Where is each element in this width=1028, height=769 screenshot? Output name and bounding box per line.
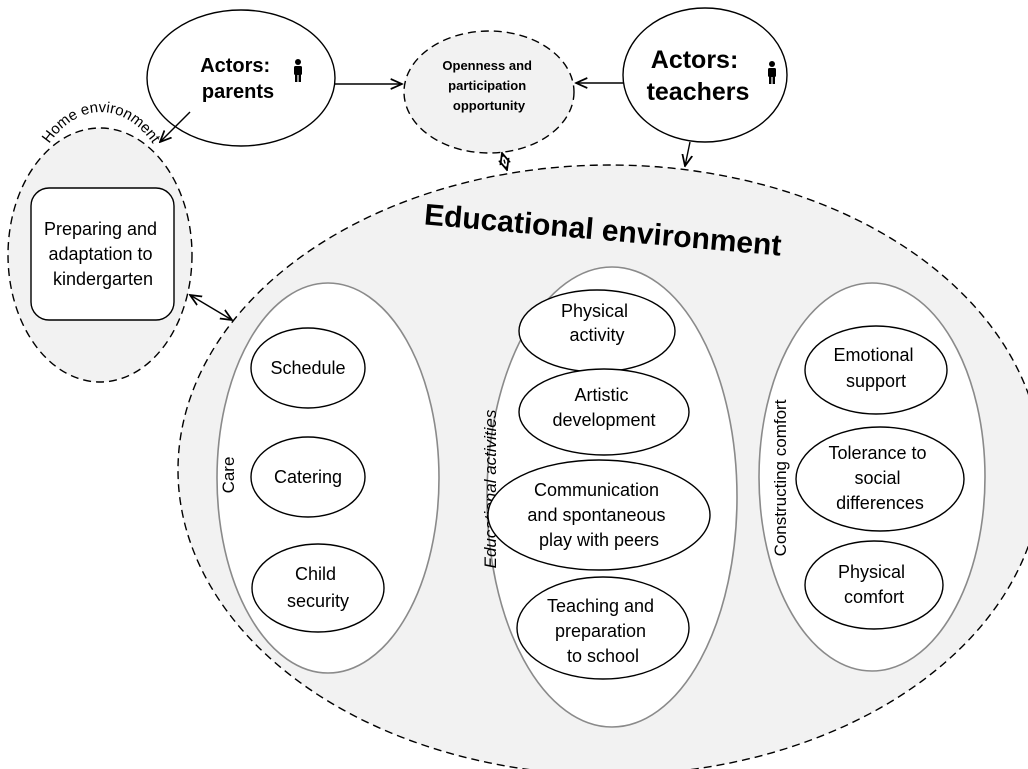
- care-label: Care: [219, 457, 238, 494]
- arrow-home-educational: [190, 295, 232, 320]
- actors-teachers-node: [622, 7, 788, 143]
- comfort-emotional-node: [804, 325, 948, 415]
- care-schedule-node: [250, 327, 366, 409]
- home-preparing-box: [30, 187, 175, 321]
- care-catering-text: Catering: [274, 467, 342, 487]
- home-preparing-text: Preparing and adaptation to kindergarten: [44, 219, 162, 289]
- activity-artistic-text: Artistic development: [552, 385, 655, 430]
- person-icon: [768, 61, 776, 84]
- activity-communication-text: Communication and spontaneous play with …: [527, 480, 670, 550]
- openness-participation-node: [403, 30, 575, 154]
- care-catering-node: [250, 436, 366, 518]
- care-schedule-text: Schedule: [270, 358, 345, 378]
- actors-parents-text: Actors: parents: [200, 55, 276, 103]
- comfort-tolerance-node: [795, 426, 965, 532]
- comfort-physical-node: [804, 540, 944, 630]
- activity-physical-text: Physical activity: [561, 301, 633, 345]
- arrow-openness-educational: [502, 153, 507, 170]
- comfort-tolerance-text: Tolerance to social differences: [828, 443, 931, 513]
- actors-teachers-text: Actors: teachers: [647, 46, 750, 106]
- person-icon: [294, 59, 302, 82]
- activity-teaching-node: [516, 576, 690, 680]
- comfort-emotional-text: Emotional support: [833, 345, 918, 391]
- openness-participation-text: Openness and participation opportunity: [442, 58, 535, 113]
- care-child-security-node: [251, 543, 385, 633]
- activity-communication-node: [487, 459, 711, 571]
- activity-teaching-text: Teaching and preparation to school: [547, 596, 659, 666]
- actors-parents-node: [146, 9, 336, 147]
- constructing-comfort-label: Constructing comfort: [771, 399, 790, 556]
- care-child-security-text: Child security: [287, 564, 349, 611]
- arrow-parents-to-home: [160, 111, 191, 142]
- educational-activities-label: Educational activities: [481, 409, 500, 568]
- activity-artistic-node: [518, 368, 690, 456]
- comfort-physical-text: Physical comfort: [838, 562, 910, 607]
- arrow-teachers-to-educational: [685, 141, 690, 166]
